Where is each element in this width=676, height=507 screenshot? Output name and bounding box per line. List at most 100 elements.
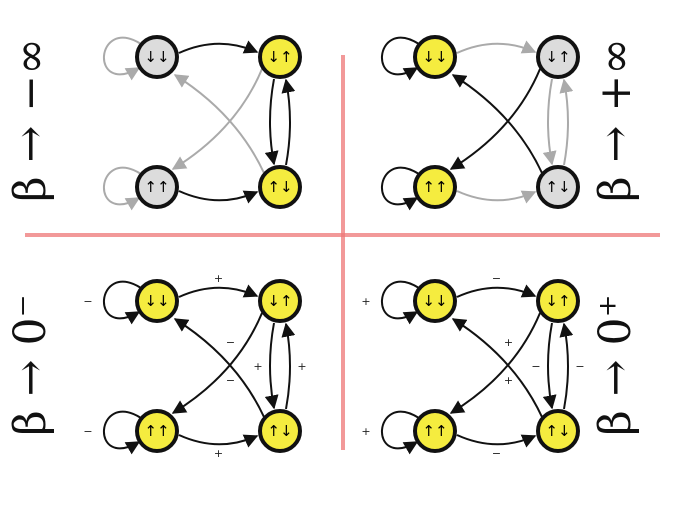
sign-loop-dd: + (361, 295, 370, 308)
state-label: ↑↓ (545, 422, 570, 440)
state-label: ↓↑ (545, 48, 570, 66)
self-loop-up-up (103, 166, 142, 211)
state-node-down-down: ↓↓ (413, 35, 457, 79)
state-circle (413, 165, 457, 209)
sign-ud-to-du: − (531, 360, 540, 373)
edge-ud-to-du (542, 78, 557, 166)
sign-ud-to-uu: − (226, 374, 235, 387)
state-node-down-up: ↑↓ (536, 165, 580, 209)
state-node-down-up: ↑↓ (258, 165, 302, 209)
state-circle (135, 409, 179, 453)
edge-du-to-dd (451, 318, 543, 418)
limit-label: β → −∞ (5, 38, 56, 202)
state-node-up-down: ↓↑ (536, 35, 580, 79)
edge-ud-to-du (264, 78, 279, 166)
state-node-down-down: ↓↓ (413, 279, 457, 323)
sign-du-to-ud: + (297, 360, 306, 373)
edge-uu-to-du (178, 190, 259, 204)
edge-du-to-ud (559, 322, 574, 410)
self-loop-down-down (103, 280, 142, 325)
self-loop-down-down (103, 36, 142, 81)
edge-ud-to-du (264, 322, 279, 410)
self-loop-down-down (381, 280, 420, 325)
panel-top-left: ↓↓ ↓↑ ↑↑ ↑↓ β → −∞ (5, 35, 302, 211)
panel-top-right: ↓↓ ↓↑ ↑↑ ↑↓ β → +∞ (381, 35, 641, 211)
edge-du-to-dd (173, 318, 265, 418)
self-loop-up-up (381, 410, 420, 455)
edge-dd-to-ud (178, 40, 259, 54)
state-node-up-down: ↓↑ (536, 279, 580, 323)
sign-ud-to-uu: + (504, 374, 513, 387)
edge-du-to-dd (451, 74, 543, 174)
sign-du-to-dd: − (226, 336, 235, 349)
sign-loop-dd: − (83, 295, 92, 308)
edge-ud-to-du (542, 322, 557, 410)
state-circle (135, 35, 179, 79)
state-circle (536, 35, 580, 79)
edge-ud-to-uu (171, 68, 263, 170)
state-node-down-up: ↑↓ (536, 409, 580, 453)
state-circle (258, 35, 302, 79)
state-node-up-down: ↓↑ (258, 279, 302, 323)
edge-dd-to-ud (456, 40, 537, 54)
panel-bottom-right: ↓↓↓↑↑↑↑↓++−−−−++β → 0⁺ (361, 272, 641, 460)
state-node-up-up: ↑↑ (135, 165, 179, 209)
edge-uu-to-du (456, 434, 537, 448)
sign-uu-to-du: + (214, 447, 223, 460)
state-circle (536, 409, 580, 453)
state-node-up-up: ↑↑ (413, 165, 457, 209)
limit-label: β → 0⁺ (590, 294, 641, 436)
edge-ud-to-uu (171, 312, 263, 414)
limit-label: β → 0⁻ (5, 294, 56, 436)
edge-uu-to-du (456, 190, 537, 204)
state-label: ↑↓ (267, 178, 292, 196)
state-node-down-up: ↑↓ (258, 409, 302, 453)
sign-du-to-ud: − (575, 360, 584, 373)
edge-ud-to-uu (449, 312, 541, 414)
state-circle (135, 279, 179, 323)
state-circle (536, 279, 580, 323)
sign-loop-uu: − (83, 425, 92, 438)
state-label: ↑↑ (144, 422, 169, 440)
state-node-up-down: ↓↑ (258, 35, 302, 79)
state-node-down-down: ↓↓ (135, 35, 179, 79)
sign-uu-to-du: − (492, 447, 501, 460)
state-label: ↑↑ (422, 422, 447, 440)
edge-dd-to-ud (178, 284, 259, 298)
state-label: ↓↑ (545, 292, 570, 310)
panel-bottom-left: ↓↓ ↓↑ ↑↑ ↑↓ − − + + + + − − β → 0⁻ (5, 272, 307, 460)
state-label: ↓↓ (144, 292, 169, 310)
sign-ud-to-du: + (253, 360, 262, 373)
edge-du-to-ud (281, 322, 296, 410)
edge-du-to-ud (281, 78, 296, 166)
sign-dd-to-ud: + (214, 272, 223, 285)
state-label: ↑↓ (545, 178, 570, 196)
self-loop-down-down (381, 36, 420, 81)
edge-du-to-ud (559, 78, 574, 166)
state-node-up-up: ↑↑ (135, 409, 179, 453)
state-circle (413, 35, 457, 79)
edge-uu-to-du (178, 434, 259, 448)
state-circle (135, 165, 179, 209)
self-loop-up-up (381, 166, 420, 211)
limit-label: β → +∞ (590, 38, 641, 202)
state-label: ↓↓ (422, 292, 447, 310)
state-label: ↑↑ (144, 178, 169, 196)
state-circle (413, 409, 457, 453)
sign-du-to-dd: + (504, 336, 513, 349)
state-label: ↓↓ (144, 48, 169, 66)
state-circle (536, 165, 580, 209)
edge-du-to-dd (173, 74, 265, 174)
state-circle (258, 279, 302, 323)
state-label: ↑↑ (422, 178, 447, 196)
self-loop-up-up (103, 410, 142, 455)
sign-loop-uu: + (361, 425, 370, 438)
state-circle (258, 409, 302, 453)
state-circle (413, 279, 457, 323)
state-circle (258, 165, 302, 209)
state-label: ↓↓ (422, 48, 447, 66)
state-label: ↓↑ (267, 292, 292, 310)
edge-ud-to-uu (449, 68, 541, 170)
state-label: ↓↑ (267, 48, 292, 66)
